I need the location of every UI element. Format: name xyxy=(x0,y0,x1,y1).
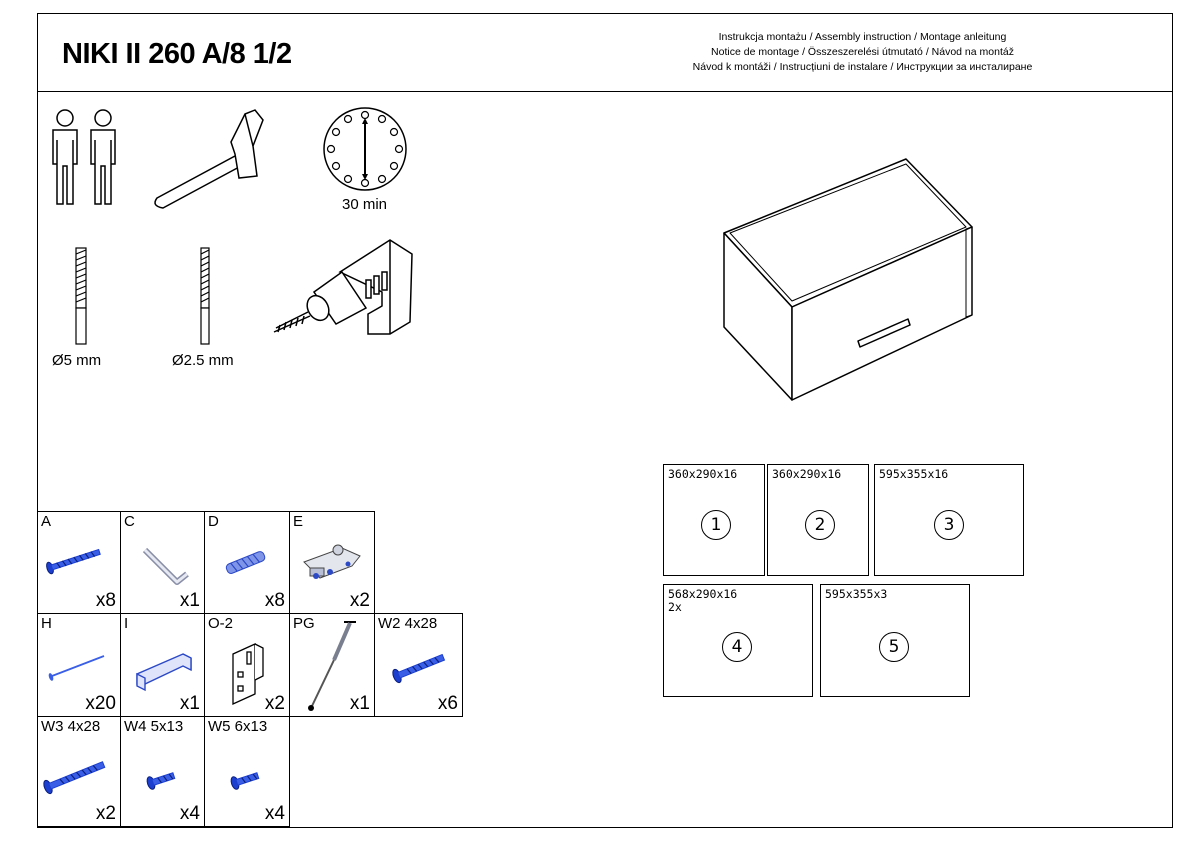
hardware-code: D xyxy=(208,513,219,530)
hardware-code: W5 6x13 xyxy=(208,718,268,735)
panel-dimension: 595x355x3 xyxy=(825,587,888,601)
allen-key-icon xyxy=(142,547,189,585)
hardware-qty: x2 xyxy=(264,693,285,714)
hardware-cell-i: I x1 xyxy=(120,613,205,717)
hardware-cell-w3: W3 4x28 x2 xyxy=(37,716,121,827)
gas-strut-icon xyxy=(308,621,356,711)
hardware-cell-h: H x20 xyxy=(37,613,121,717)
short-screw-icon xyxy=(230,772,260,790)
hardware-code: W2 4x28 xyxy=(378,615,438,632)
panel-number: 4 xyxy=(722,632,752,662)
panel-3: 595x355x16 3 xyxy=(874,464,1024,576)
hardware-qty: x6 xyxy=(437,693,458,714)
instruction-line: Notice de montage / Összeszerelési útmut… xyxy=(711,46,1014,58)
hardware-cell-pg: PG x1 xyxy=(289,613,375,717)
screw-icon xyxy=(46,548,101,575)
instruction-line: Instrukcja montażu / Assembly instructio… xyxy=(718,31,1007,43)
hinge-icon xyxy=(303,544,361,579)
hardware-cell-w4: W4 5x13 x4 xyxy=(120,716,205,827)
panel-4: 568x290x16 2x 4 xyxy=(663,584,813,697)
panel-dimension: 360x290x16 xyxy=(772,467,842,481)
cabinet-illustration xyxy=(723,158,973,401)
panel-dimension: 360x290x16 xyxy=(668,467,738,481)
hardware-code: H xyxy=(41,615,52,632)
hardware-cell-e: E x2 xyxy=(289,511,375,614)
hardware-code: A xyxy=(41,513,52,530)
hardware-qty: x20 xyxy=(85,693,116,714)
hardware-cell-w2: W2 4x28 x6 xyxy=(374,613,463,717)
panel-5: 595x355x3 5 xyxy=(820,584,970,697)
panel-number: 3 xyxy=(934,510,964,540)
drill-icon xyxy=(273,239,413,335)
screw-icon xyxy=(392,653,446,684)
hardware-qty: x4 xyxy=(264,803,285,824)
hardware-code: W4 5x13 xyxy=(124,718,184,735)
hardware-cell-d: D x8 xyxy=(204,511,290,614)
hardware-code: E xyxy=(293,513,304,530)
drill-bit-5mm-label: Ø5 mm xyxy=(52,352,102,369)
hardware-code: O-2 xyxy=(208,615,234,632)
panel-dimension: 595x355x16 xyxy=(879,467,949,481)
hardware-qty: x1 xyxy=(179,590,200,611)
nail-icon xyxy=(48,655,105,681)
page-title: NIKI II 260 A/8 1/2 xyxy=(62,38,292,70)
instruction-line: Návod k montáži / Instrucțiuni de instal… xyxy=(692,61,1033,73)
panel-2: 360x290x16 2 xyxy=(767,464,869,576)
panel-number: 5 xyxy=(879,632,909,662)
panel-number: 1 xyxy=(701,510,731,540)
panel-dimension: 568x290x16 2x xyxy=(668,587,738,614)
hardware-qty: x8 xyxy=(95,590,116,611)
hardware-code: PG xyxy=(293,615,315,632)
assembly-time-label: 30 min xyxy=(342,196,388,213)
hardware-code: W3 4x28 xyxy=(41,718,101,735)
hardware-qty: x4 xyxy=(179,803,200,824)
instruction-languages: Instrukcja montażu / Assembly instructio… xyxy=(640,30,1085,75)
hardware-cell-o2: O-2 x2 xyxy=(204,613,290,717)
hardware-code: I xyxy=(124,615,129,632)
hardware-qty: x2 xyxy=(349,590,370,611)
panel-1: 360x290x16 1 xyxy=(663,464,765,576)
short-screw-icon xyxy=(146,772,176,790)
hardware-cell-w5: W5 6x13 x4 xyxy=(204,716,290,827)
header-box xyxy=(37,13,1173,92)
hardware-cell-c: C x1 xyxy=(120,511,205,614)
drill-bit-5mm-icon xyxy=(75,247,87,345)
hardware-qty: x8 xyxy=(264,590,285,611)
handle-icon xyxy=(136,653,192,692)
hammer-icon xyxy=(154,109,264,209)
clock-icon xyxy=(323,107,407,191)
bracket-icon xyxy=(232,642,264,706)
screw-icon xyxy=(43,761,106,795)
drill-bit-2-5mm-icon xyxy=(200,247,210,345)
drill-bit-2-5mm-label: Ø2.5 mm xyxy=(172,352,234,369)
hardware-cell-a: A x8 xyxy=(37,511,121,614)
hardware-qty: x1 xyxy=(179,693,200,714)
hardware-code: C xyxy=(124,513,135,530)
two-persons-icon xyxy=(52,109,116,205)
hardware-qty: x1 xyxy=(349,693,370,714)
dowel-icon xyxy=(225,551,266,574)
panel-number: 2 xyxy=(805,510,835,540)
hardware-qty: x2 xyxy=(95,803,116,824)
